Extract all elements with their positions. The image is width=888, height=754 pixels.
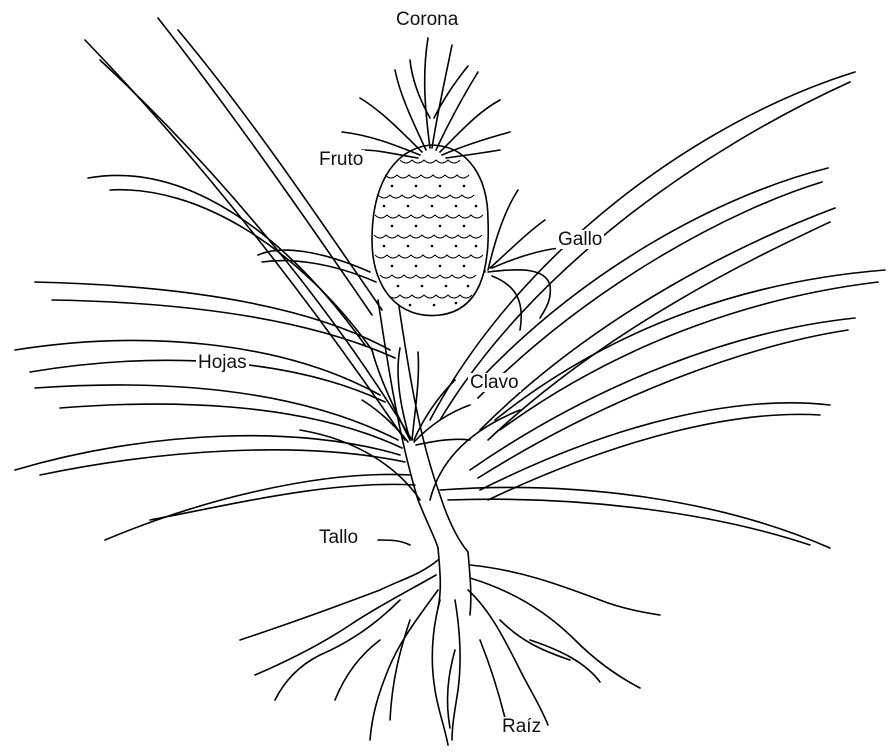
leaf xyxy=(440,82,850,420)
leaf xyxy=(150,484,415,520)
stem xyxy=(378,300,471,615)
leaf xyxy=(500,282,878,430)
roots xyxy=(240,560,660,745)
label-fruto: Fruto xyxy=(317,150,365,169)
leaf xyxy=(85,40,405,440)
leaf xyxy=(110,190,372,350)
leaf xyxy=(470,318,855,470)
leaf xyxy=(60,404,402,448)
leaf xyxy=(448,499,810,545)
leaf xyxy=(495,270,885,420)
leaf xyxy=(105,474,410,540)
label-hojas: Hojas xyxy=(196,353,249,372)
leaf xyxy=(35,385,398,440)
leaf xyxy=(470,168,828,390)
leaf xyxy=(440,487,830,548)
leaf xyxy=(478,182,822,398)
crown xyxy=(342,38,510,158)
leaf xyxy=(478,330,848,478)
label-gallo: Gallo xyxy=(556,230,604,249)
tallo-pointer xyxy=(378,540,410,545)
fruit xyxy=(372,145,488,316)
label-raiz: Raíz xyxy=(500,717,543,736)
leaf xyxy=(480,208,835,430)
leaf xyxy=(35,282,390,350)
label-clavo: Clavo xyxy=(468,373,521,392)
label-tallo: Tallo xyxy=(317,528,360,547)
label-corona: Corona xyxy=(394,10,460,29)
leaf xyxy=(40,450,405,475)
leaf xyxy=(262,261,376,282)
